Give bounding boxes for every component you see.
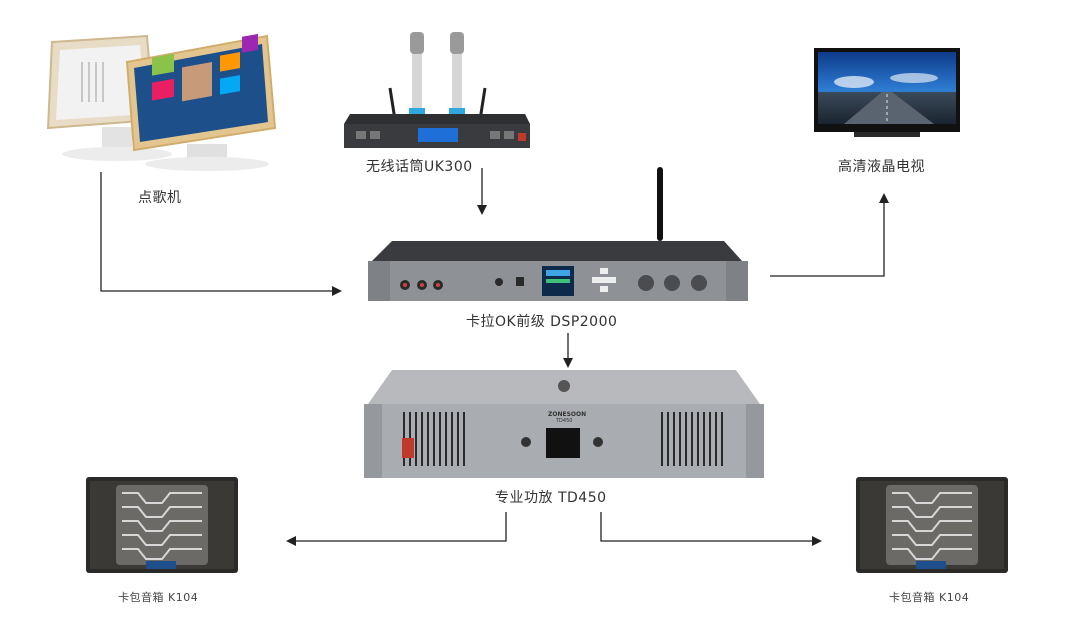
wireless-mic-device	[340, 30, 535, 150]
preamp-device	[366, 165, 750, 305]
tv-label: 高清液晶电视	[838, 159, 925, 175]
jukebox-to-preamp-arrow	[100, 172, 342, 296]
left-speaker-label: 卡包音箱 K104	[118, 591, 199, 604]
amp-to-right-speaker-arrow	[600, 512, 822, 546]
right-speaker-label: 卡包音箱 K104	[889, 591, 970, 604]
wireless-mic-label: 无线话筒UK300	[366, 159, 473, 175]
left-speaker-device	[86, 477, 238, 575]
jukebox-label: 点歌机	[138, 190, 182, 206]
preamp-label: 卡拉OK前级 DSP2000	[466, 314, 618, 330]
jukebox-device	[42, 32, 277, 172]
right-speaker-device	[856, 477, 1008, 575]
tv-device	[814, 48, 962, 140]
amplifier-device: ZONESOON TD450	[362, 366, 766, 482]
amp-to-left-speaker-arrow	[286, 512, 507, 546]
amp-brand-text: ZONESOON	[548, 411, 587, 418]
amp-model-text: TD450	[556, 418, 573, 424]
amplifier-label: 专业功放 TD450	[495, 490, 607, 506]
preamp-to-tv-arrow	[770, 193, 889, 277]
